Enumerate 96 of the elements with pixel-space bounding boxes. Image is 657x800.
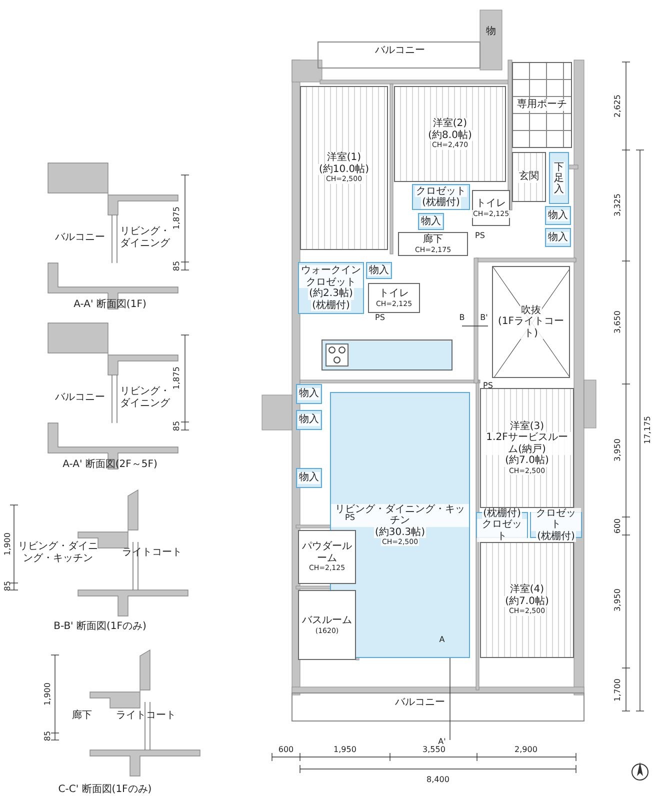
dimension-label: 85: [173, 260, 181, 272]
room-area: [492, 266, 570, 378]
room-label: バルコニー: [395, 698, 445, 708]
room-label: PS: [345, 514, 355, 522]
room-label: (枕棚付): [421, 197, 461, 208]
dimension-label: 600: [278, 746, 294, 754]
room-label: 玄関: [518, 171, 540, 183]
room-label: (枕棚付): [311, 300, 351, 311]
room-label: リビング・ダイニング: [119, 226, 171, 250]
room-label: (枕棚付): [536, 530, 576, 542]
room-label: ライトコート: [122, 548, 182, 558]
room-area: [545, 228, 571, 247]
section-marker: A': [438, 738, 446, 746]
room-label: 吹抜: [520, 304, 542, 316]
dimension-label: 3,325: [614, 194, 622, 216]
room-area: [298, 262, 364, 314]
room-label: PS: [475, 232, 485, 240]
room-label: クロゼット: [531, 508, 581, 531]
room-area: [296, 468, 322, 488]
room-label: 物入: [368, 264, 390, 276]
dimension-label: 1,700: [614, 678, 622, 702]
room-area: [298, 530, 356, 584]
dimension-label: 2,625: [614, 94, 622, 118]
room-label: (約8.0帖): [427, 130, 473, 142]
room-label: 洋室(4): [508, 584, 546, 596]
room-label: PS: [375, 314, 385, 322]
room-label: バルコニー: [55, 393, 105, 403]
room-label: (約30.3帖): [374, 526, 426, 538]
room-area: [512, 152, 546, 202]
room-label: 専用ポーチ: [516, 99, 568, 111]
section-marker: B: [459, 314, 465, 322]
room-label: (約7.0帖): [504, 455, 550, 467]
room-label: 洋室(3): [508, 420, 546, 432]
room-label: (約10.0帖): [318, 164, 370, 176]
room-area: [512, 62, 572, 148]
room-label: バルコニー: [55, 233, 105, 243]
room-area: [298, 590, 356, 660]
dimension-label: 3,950: [614, 588, 622, 612]
room-label: クロゼット: [415, 186, 467, 197]
room-label: 下足入: [553, 162, 565, 194]
room-label: バスルーム: [301, 615, 353, 627]
room-label: PS: [483, 382, 493, 390]
room-area: [368, 283, 420, 313]
room-label: 廊下: [72, 711, 92, 721]
dimension-label: 1,875: [173, 366, 181, 390]
room-label: リビング・ダイニング・キッチン: [17, 541, 99, 565]
room-label: 物入: [298, 414, 320, 426]
room-area: [472, 190, 510, 226]
room-label: 物: [486, 27, 496, 37]
room-label: バルコニー: [375, 46, 425, 56]
dimension-label: 85: [173, 420, 181, 432]
dimension-label: 1,900: [44, 682, 52, 706]
room-area: [398, 232, 468, 256]
room-label: 物入: [298, 472, 320, 484]
dimension-label: 600: [614, 518, 622, 534]
room-area: [296, 410, 322, 430]
dimension-label: 85: [4, 580, 12, 592]
dimension-label: 3,650: [614, 310, 622, 334]
room-area: [480, 388, 574, 508]
room-area: [480, 542, 574, 658]
section-marker: B': [480, 314, 488, 322]
room-area: [300, 86, 388, 250]
room-label: パウダールーム: [299, 541, 355, 564]
room-label: 洋室(1): [326, 152, 362, 164]
room-area: [296, 384, 322, 404]
dimension-label: 1,950: [334, 746, 356, 754]
room-label: (約7.0帖): [504, 596, 550, 608]
room-label: A-A' 断面図(2F～5F): [62, 460, 158, 470]
room-label: ウォークインクロゼット: [299, 265, 363, 288]
room-label: A-A' 断面図(1F): [74, 300, 146, 310]
dimension-label: 85: [44, 730, 52, 742]
room-label: 廊下: [422, 234, 444, 246]
room-label: (枕棚付): [482, 508, 522, 520]
room-area: [412, 184, 470, 210]
room-label: C-C' 断面図(1Fのみ): [58, 785, 152, 795]
dimension-label: 2,900: [514, 746, 538, 754]
room-area: [549, 152, 569, 204]
dimension-label: 3,550: [422, 746, 446, 754]
room-area: [545, 206, 571, 225]
room-label: 洋室(2): [432, 118, 468, 130]
room-area: [394, 86, 506, 182]
room-label: ライトコート: [116, 711, 176, 721]
room-label: リビング・ダイニング: [119, 386, 171, 410]
room-label: 物入: [547, 232, 569, 244]
room-label: 物入: [298, 388, 320, 400]
dimension-label: 1,900: [4, 532, 12, 556]
section-marker: A: [439, 636, 445, 644]
room-label: (約2.3帖): [308, 288, 354, 300]
dimension-label: 3,950: [614, 438, 622, 462]
room-label: 物入: [547, 210, 569, 222]
room-label: B-B' 断面図(1Fのみ): [54, 622, 146, 632]
dimension-label: 1,875: [173, 206, 181, 230]
dimension-label: 17,175: [644, 416, 652, 444]
room-label: クロゼット: [477, 519, 527, 542]
room-label: 物入: [420, 216, 442, 228]
dimension-label: 8,400: [426, 776, 450, 784]
